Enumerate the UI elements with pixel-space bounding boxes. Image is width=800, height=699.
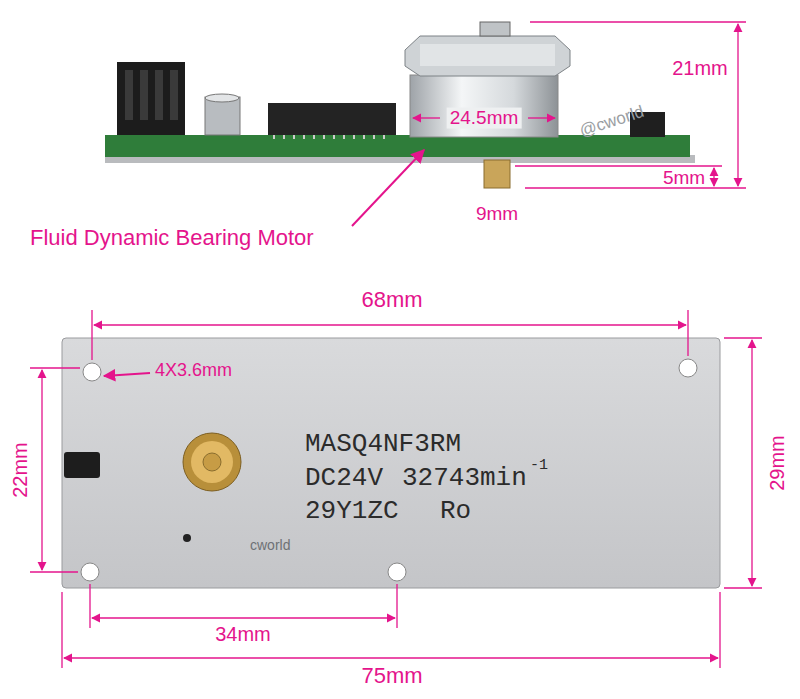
speed-marking: 32743min — [402, 464, 527, 493]
dimension-label: 29mm — [766, 435, 788, 491]
bearing — [183, 433, 241, 491]
voltage-marking: DC24V — [305, 464, 383, 493]
pcb — [105, 135, 690, 157]
dimension-label: 24.5mm — [447, 108, 522, 129]
motor — [405, 22, 570, 188]
capacitor — [205, 94, 240, 135]
model-marking: MASQ4NF3RM — [305, 430, 461, 459]
dimension-label: 5mm — [663, 168, 705, 189]
mounting-hole — [83, 363, 101, 381]
clip — [64, 452, 100, 478]
serial-marking: 29Y1ZC — [305, 497, 399, 526]
dimension-label: 22mm — [9, 442, 31, 498]
dimension-label: 75mm — [361, 664, 422, 688]
mounting-hole — [679, 359, 697, 377]
watermark: cworld — [250, 538, 290, 553]
mounting-hole — [388, 563, 406, 581]
mounting-hole — [81, 563, 99, 581]
bottom-view — [30, 310, 762, 668]
connector — [117, 62, 185, 135]
unit-exponent: -1 — [530, 458, 548, 475]
side-view — [105, 22, 746, 226]
dimension-lines — [352, 22, 746, 226]
base-plate — [62, 338, 720, 588]
watermark: @cworld — [578, 103, 647, 141]
dimension-label: 4X3.6mm — [155, 361, 232, 381]
dimension-label: 9mm — [476, 204, 518, 225]
serial-marking: Ro — [440, 497, 471, 526]
callout-label: Fluid Dynamic Bearing Motor — [30, 226, 314, 250]
dimension-lines — [30, 310, 762, 668]
dimension-label: 34mm — [215, 623, 271, 645]
ic-chip — [268, 103, 396, 139]
small-hole — [183, 534, 191, 542]
dimension-label: 21mm — [672, 57, 728, 79]
dimension-label: 68mm — [361, 288, 422, 312]
